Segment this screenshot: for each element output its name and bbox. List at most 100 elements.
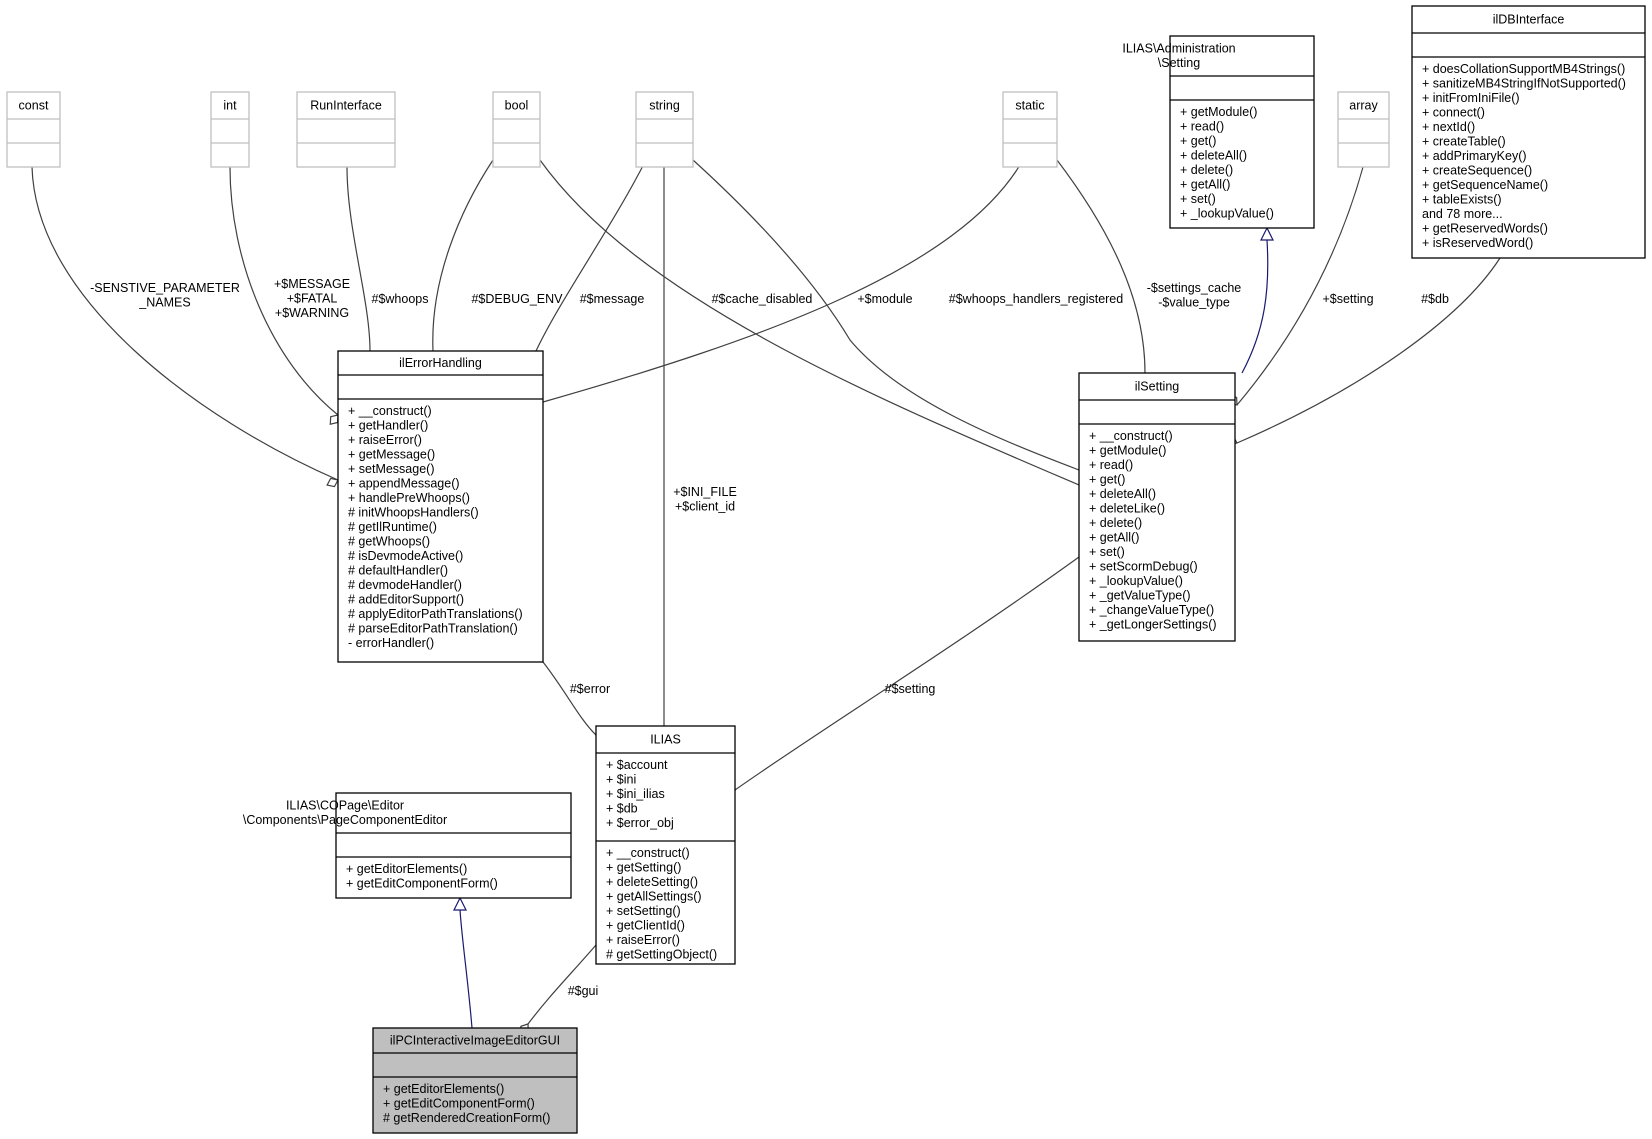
class-node-admin-setting[interactable]: ILIAS\Administration\Setting+ getModule(… [1122, 35, 1315, 229]
class-method: + _getLongerSettings() [1089, 618, 1217, 632]
class-title: ILIAS [650, 732, 681, 746]
relation-label: +$module [857, 292, 912, 306]
class-method: + set() [1089, 545, 1125, 559]
inheritance-arrowhead [1260, 226, 1274, 241]
class-node-const[interactable]: const [6, 91, 61, 168]
class-node-ilpcinteractiveimageeditorgui[interactable]: ilPCInteractiveImageEditorGUI+ getEditor… [372, 1027, 578, 1134]
class-method: - errorHandler() [348, 636, 434, 650]
class-method: + getSequenceName() [1422, 178, 1548, 192]
relation-label: #$message [580, 292, 645, 306]
class-method: + deleteAll() [1089, 487, 1156, 501]
class-method: # getSettingObject() [606, 948, 717, 962]
class-node-ildbinterface[interactable]: ilDBInterface+ doesCollationSupportMB4St… [1411, 5, 1646, 259]
class-node-ilias[interactable]: ILIAS + $account+ $ini+ $ini_ilias+ $db + … [595, 725, 736, 965]
class-method: # addEditorSupport() [348, 593, 464, 607]
class-method: + getModule() [1180, 105, 1257, 119]
relation-edge-static-ilsetting [1056, 159, 1146, 374]
class-attribute: + $ini_ilias [606, 787, 665, 801]
class-box [492, 91, 541, 168]
class-node-ilsetting[interactable]: ilSetting+ __construct()+ getModule()+ r… [1078, 372, 1236, 642]
class-method: + getClientId() [606, 919, 685, 933]
class-node-bool[interactable]: bool [492, 91, 541, 168]
class-method: + setSetting() [606, 904, 681, 918]
class-node-pagecomponenteditor[interactable]: ILIAS\COPage\Editor\Components\PageCompo… [243, 792, 572, 899]
class-method: + createTable() [1422, 135, 1506, 149]
class-method: + get() [1089, 473, 1125, 487]
class-method: # initWhoopsHandlers() [348, 506, 479, 520]
relation-edge-ilsetting-admin-setting [1241, 239, 1269, 374]
class-method: + getReservedWords() [1422, 222, 1548, 236]
relation-label: #$error [570, 682, 610, 696]
class-method: + _getValueType() [1089, 589, 1191, 603]
class-method: # parseEditorPathTranslation() [348, 622, 518, 636]
class-method: # getWhoops() [348, 535, 430, 549]
relation-edge-ilpcinteractiveimageeditorgui-pagecomponenteditor [459, 909, 473, 1029]
class-box [296, 91, 396, 168]
class-node-array[interactable]: array [1337, 91, 1390, 168]
class-method: + setScormDebug() [1089, 560, 1198, 574]
class-method: + getMessage() [348, 448, 435, 462]
class-attribute: + $account [606, 758, 668, 772]
class-box [1337, 91, 1390, 168]
relation-label: +$setting [1322, 292, 1373, 306]
class-method: # isDevmodeActive() [348, 549, 463, 563]
class-title: const [19, 98, 49, 112]
relation-edge-int-ilerrorhandling [229, 166, 339, 416]
class-node-static[interactable]: static [1002, 91, 1058, 168]
relation-label: -SENSTIVE_PARAMETER [90, 281, 240, 295]
relation-edge-bool-ilsetting [539, 159, 1080, 486]
class-node-ilerrorhandling[interactable]: ilErrorHandling+ __construct()+ getHandl… [337, 350, 544, 663]
class-title: \Setting [1158, 56, 1200, 70]
class-node-string[interactable]: string [635, 91, 694, 168]
relation-label: #$cache_disabled [712, 292, 813, 306]
class-method: + isReservedWord() [1422, 236, 1533, 250]
relation-edge-ilsetting-ilias [734, 556, 1080, 791]
class-box [335, 792, 572, 899]
class-attribute: + $ini [606, 773, 636, 787]
class-method: + handlePreWhoops() [348, 491, 470, 505]
class-title: ilErrorHandling [399, 356, 482, 370]
nodes-layer: const int RunInterface bool string static arra… [6, 5, 1646, 1134]
class-method: + __construct() [1089, 429, 1173, 443]
class-method: + deleteSetting() [606, 875, 698, 889]
relation-label: +$FATAL [287, 292, 338, 306]
class-title: string [649, 98, 680, 112]
class-method: + read() [1089, 458, 1133, 472]
class-box [210, 91, 250, 168]
class-method: + setMessage() [348, 462, 435, 476]
class-node-int[interactable]: int [210, 91, 250, 168]
relation-label: #$setting [885, 682, 936, 696]
class-method: + _lookupValue() [1089, 574, 1183, 588]
class-box [337, 350, 544, 663]
relation-edge-array-ilsetting [1236, 166, 1364, 406]
relation-edge-const-ilerrorhandling [31, 166, 339, 481]
class-method: + get() [1180, 134, 1216, 148]
relation-edge-ilerrorhandling-ilias [542, 661, 597, 736]
class-method: + nextId() [1422, 120, 1475, 134]
relation-edge-bool-ilerrorhandling [432, 159, 494, 352]
relation-edge-runinterface-ilerrorhandling [346, 166, 371, 352]
class-box [1002, 91, 1058, 168]
class-method: + __construct() [606, 846, 690, 860]
relation-label: -$value_type [1158, 296, 1230, 310]
class-method: + appendMessage() [348, 477, 460, 491]
class-title: bool [505, 98, 529, 112]
class-node-runinterface[interactable]: RunInterface [296, 91, 396, 168]
relation-edge-string-ilerrorhandling [535, 159, 647, 352]
class-method: + tableExists() [1422, 193, 1502, 207]
aggregation-diamond [326, 477, 339, 488]
class-method: + set() [1180, 192, 1216, 206]
relation-label: #$gui [568, 984, 599, 998]
class-method: + __construct() [348, 404, 432, 418]
class-method: + getEditComponentForm() [383, 1097, 535, 1111]
class-title: \Components\PageComponentEditor [243, 813, 447, 827]
class-method: + deleteAll() [1180, 149, 1247, 163]
class-method: + getAll() [1180, 178, 1230, 192]
class-box [6, 91, 61, 168]
class-method: # getIlRuntime() [348, 520, 437, 534]
relation-label: #$whoops [372, 292, 429, 306]
relation-edge-static-ilerrorhandling [542, 159, 1024, 403]
class-method: + raiseError() [348, 433, 422, 447]
class-method: # defaultHandler() [348, 564, 448, 578]
class-attribute: + $db [606, 802, 638, 816]
